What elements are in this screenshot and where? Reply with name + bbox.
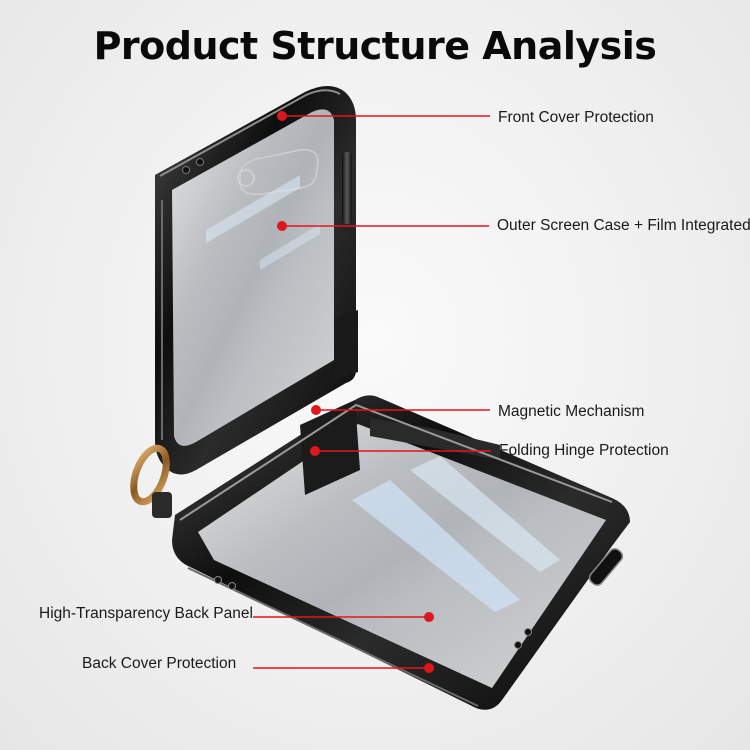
callout-back-cover [253, 663, 434, 673]
callout-hinge [310, 446, 491, 456]
label-outer-screen: Outer Screen Case + Film Integrated [497, 217, 750, 234]
label-back-cover: Back Cover Protection [82, 655, 237, 672]
label-back-panel: High-Transparency Back Panel [39, 605, 253, 622]
callout-back-panel [253, 612, 434, 622]
label-magnetic: Magnetic Mechanism [498, 403, 645, 420]
callout-front-cover [277, 111, 490, 121]
label-front-cover: Front Cover Protection [498, 109, 654, 126]
page-title: Product Structure Analysis [93, 24, 657, 68]
callout-outer-screen [277, 221, 489, 231]
label-hinge: Folding Hinge Protection [499, 442, 669, 459]
back-cover-case [172, 395, 630, 710]
ring-holder [130, 444, 172, 518]
front-cover-case [155, 86, 358, 475]
callout-magnetic [311, 405, 490, 415]
